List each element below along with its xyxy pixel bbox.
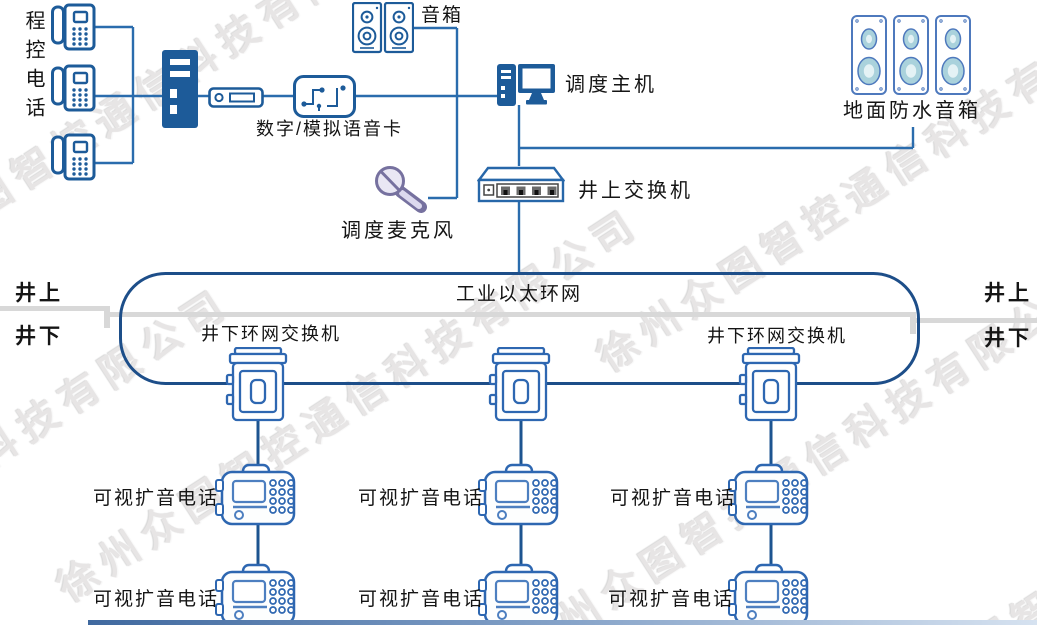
surface-switch-icon bbox=[476, 166, 566, 204]
desktop-speakers-icon bbox=[351, 1, 415, 54]
underground-ring-switch-icon bbox=[738, 346, 804, 423]
desk-phone-icon bbox=[50, 3, 96, 51]
videophone-label: 可视扩音电话 bbox=[608, 589, 735, 610]
videophone-icon bbox=[725, 463, 813, 527]
desk-phone-icon bbox=[50, 133, 96, 181]
pstn-phones-label: 程控电话 bbox=[22, 10, 44, 126]
surface-label-left: 井上 bbox=[15, 282, 63, 305]
underground-label-left: 井下 bbox=[15, 325, 63, 348]
ring-switch-label-right: 井下环网交换机 bbox=[707, 326, 847, 346]
videophone-label: 可视扩音电话 bbox=[358, 589, 485, 610]
videophone-icon bbox=[475, 463, 563, 527]
dispatch-host-label: 调度主机 bbox=[565, 74, 657, 96]
surface-wiring bbox=[95, 25, 915, 272]
underground-label-right: 井下 bbox=[984, 327, 1032, 350]
ground-speakers-label: 地面防水音箱 bbox=[843, 100, 981, 122]
desk-phone-icon bbox=[50, 64, 96, 112]
videophone-icon bbox=[212, 463, 300, 527]
videophone-label: 可视扩音电话 bbox=[93, 488, 220, 509]
surface-label-right: 井上 bbox=[984, 282, 1032, 305]
dispatch-host-monitor-icon bbox=[518, 64, 558, 106]
speakers-label: 音箱 bbox=[421, 5, 464, 26]
dispatch-host-tower-icon bbox=[497, 64, 516, 106]
videophone-label: 可视扩音电话 bbox=[610, 488, 737, 509]
ground-speakers-icon bbox=[848, 13, 976, 97]
videophone-icon bbox=[212, 563, 300, 625]
videophone-icon bbox=[475, 563, 563, 625]
surface-underground-divider bbox=[0, 306, 1037, 334]
voice-card-icon bbox=[293, 75, 356, 118]
ring-network-label: 工业以太环网 bbox=[456, 284, 583, 305]
videophone-icon bbox=[725, 563, 813, 625]
dispatch-mic-icon bbox=[372, 163, 436, 217]
bottom-accent-bar bbox=[88, 620, 1037, 625]
ring-switch-label-left: 井下环网交换机 bbox=[201, 324, 341, 344]
surface-switch-label: 井上交换机 bbox=[578, 180, 693, 202]
underground-ring-switch-icon bbox=[225, 346, 291, 423]
line-device-icon bbox=[208, 87, 264, 108]
pbx-server-icon bbox=[162, 50, 198, 128]
underground-ring-switch-icon bbox=[488, 346, 554, 423]
voice-card-label: 数字/模拟语音卡 bbox=[256, 119, 404, 139]
dispatch-mic-label: 调度麦克风 bbox=[341, 220, 456, 242]
videophone-label: 可视扩音电话 bbox=[358, 488, 485, 509]
videophone-label: 可视扩音电话 bbox=[93, 589, 220, 610]
